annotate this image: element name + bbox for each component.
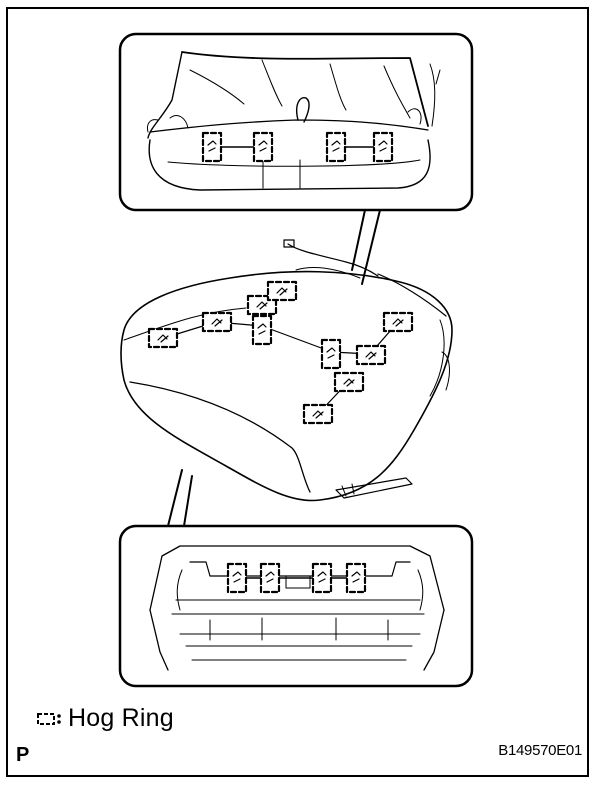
top-detail-callout [118,32,474,212]
figure-border [6,7,589,777]
figure-code: B149570E01 [498,742,582,759]
legend: Hog Ring [36,704,174,733]
hog-ring-symbol-icon [37,712,61,725]
legend-label: Hog Ring [68,704,174,732]
seat-cushion [120,239,453,502]
corner-letter: P [16,744,30,766]
bottom-detail-callout [118,524,474,688]
